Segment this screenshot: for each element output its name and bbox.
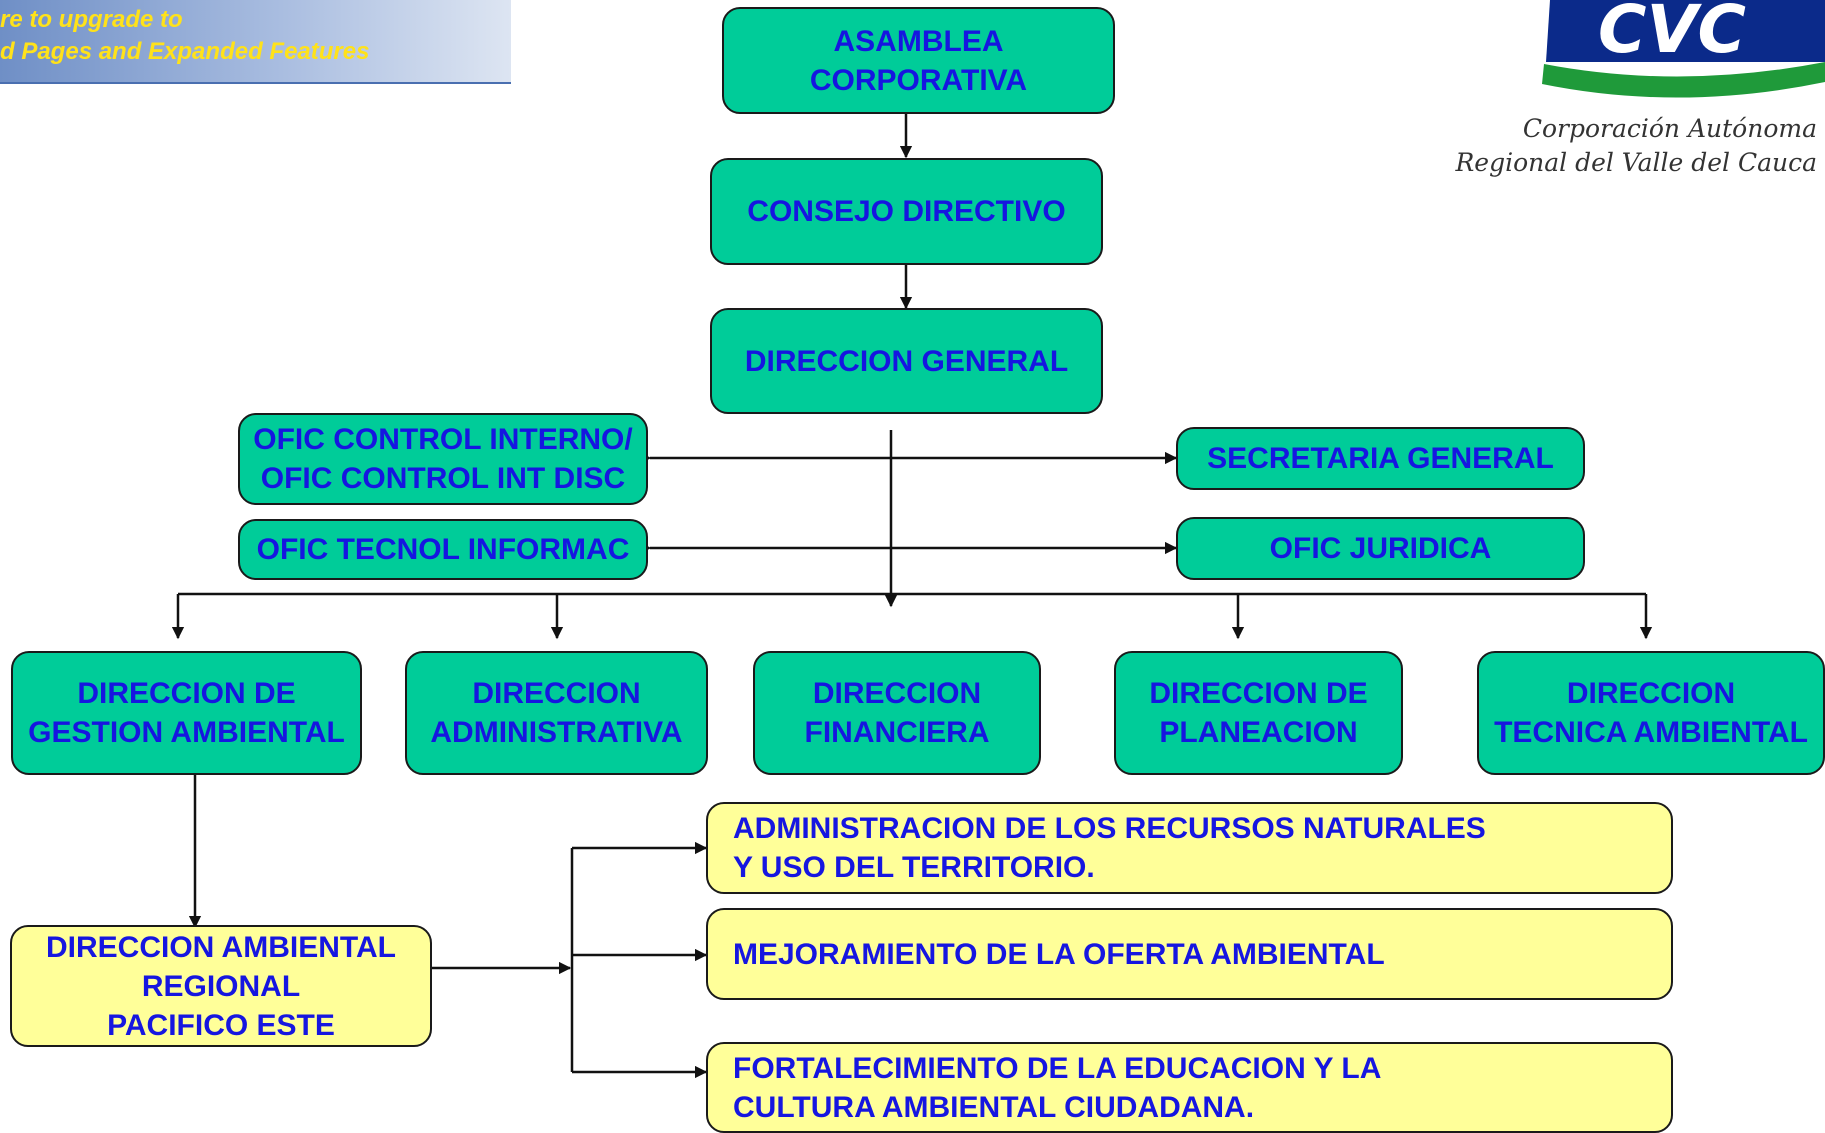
box-label-line: PACIFICO ESTE (107, 1008, 335, 1042)
upgrade-banner-line: d Pages and Expanded Features (0, 38, 370, 65)
box-label-line: DIRECCION DE (1149, 677, 1368, 710)
planeacion-box: DIRECCION DE PLANEACION (1114, 651, 1403, 775)
box-label-line: OFIC TECNOL INFORMAC (256, 533, 630, 566)
juridica-box: OFIC JURIDICA (1176, 517, 1585, 580)
box-label-line: MEJORAMIENTO DE LA OFERTA AMBIENTAL (733, 937, 1385, 971)
upgrade-banner: re to upgrade to d Pages and Expanded Fe… (0, 0, 511, 84)
oferta-ambiental-box: MEJORAMIENTO DE LA OFERTA AMBIENTAL (706, 908, 1673, 1000)
consejo-directivo-box: CONSEJO DIRECTIVO (710, 158, 1103, 265)
box-label-line: CORPORATIVA (809, 63, 1028, 97)
box-label-line: Y USO DEL TERRITORIO. (733, 851, 1095, 884)
box-label-line: CONSEJO DIRECTIVO (747, 195, 1066, 228)
secretaria-general-box: SECRETARIA GENERAL (1176, 427, 1585, 490)
box-label-line: DIRECCION (1566, 677, 1736, 710)
box-label-line: FORTALECIMIENTO DE LA EDUCACION Y LA (733, 1051, 1382, 1085)
box-label-line: ASAMBLEA (833, 24, 1004, 58)
logo-text: Corporación Autónoma (1522, 114, 1817, 143)
box-label-line: OFIC CONTROL INT DISC (260, 462, 626, 495)
cvc-logo-mark: CVC (1542, 0, 1825, 98)
box-label-line: DIRECCION (472, 677, 641, 710)
box-label-line: DIRECCION (812, 677, 982, 710)
direccion-regional-box: DIRECCION AMBIENTAL REGIONAL PACIFICO ESTE (10, 925, 432, 1047)
box-label-line: OFIC JURIDICA (1269, 532, 1492, 565)
financiera-box: DIRECCION FINANCIERA (753, 651, 1041, 775)
asamblea-corporativa-box: ASAMBLEA CORPORATIVA (722, 7, 1115, 114)
svg-text:CVC: CVC (1598, 0, 1746, 68)
box-label-line: DIRECCION DE (77, 677, 296, 710)
cvc-logo: CVC Corporación Autónoma Regional del Va… (1455, 0, 1825, 180)
box-label-line: ADMINISTRATIVA (430, 716, 683, 749)
direccion-general-box: DIRECCION GENERAL (710, 308, 1103, 414)
box-label-line: FINANCIERA (804, 716, 990, 749)
gestion-ambiental-box: DIRECCION DE GESTION AMBIENTAL (11, 651, 362, 775)
recursos-naturales-box: ADMINISTRACION DE LOS RECURSOS NATURALES… (706, 802, 1673, 894)
tecnica-ambiental-box: DIRECCION TECNICA AMBIENTAL (1477, 651, 1825, 775)
administrativa-box: DIRECCION ADMINISTRATIVA (405, 651, 708, 775)
box-label-line: OFIC CONTROL INTERNO/ (253, 423, 633, 456)
box-label-line: TECNICA AMBIENTAL (1494, 716, 1808, 749)
box-label-line: SECRETARIA GENERAL (1207, 442, 1554, 475)
upgrade-banner-line: re to upgrade to (0, 6, 183, 33)
control-interno-box: OFIC CONTROL INTERNO/OFIC CONTROL INT DI… (238, 413, 648, 505)
box-label-line: GESTION AMBIENTAL (28, 716, 345, 749)
tecnologia-informacion-box: OFIC TECNOL INFORMAC (238, 519, 648, 580)
logo-text: Regional del Valle del Cauca (1455, 148, 1817, 177)
box-label-line: REGIONAL (141, 969, 301, 1003)
box-label-line: ADMINISTRACION DE LOS RECURSOS NATURALES (733, 812, 1486, 845)
box-label-line: DIRECCION AMBIENTAL (46, 930, 396, 964)
box-label-line: CULTURA AMBIENTAL CIUDADANA. (733, 1090, 1255, 1124)
box-label-line: DIRECCION GENERAL (744, 344, 1069, 378)
box-label-line: PLANEACION (1159, 716, 1358, 749)
educacion-ambiental-box: FORTALECIMIENTO DE LA EDUCACION Y LA CULT… (706, 1042, 1673, 1133)
